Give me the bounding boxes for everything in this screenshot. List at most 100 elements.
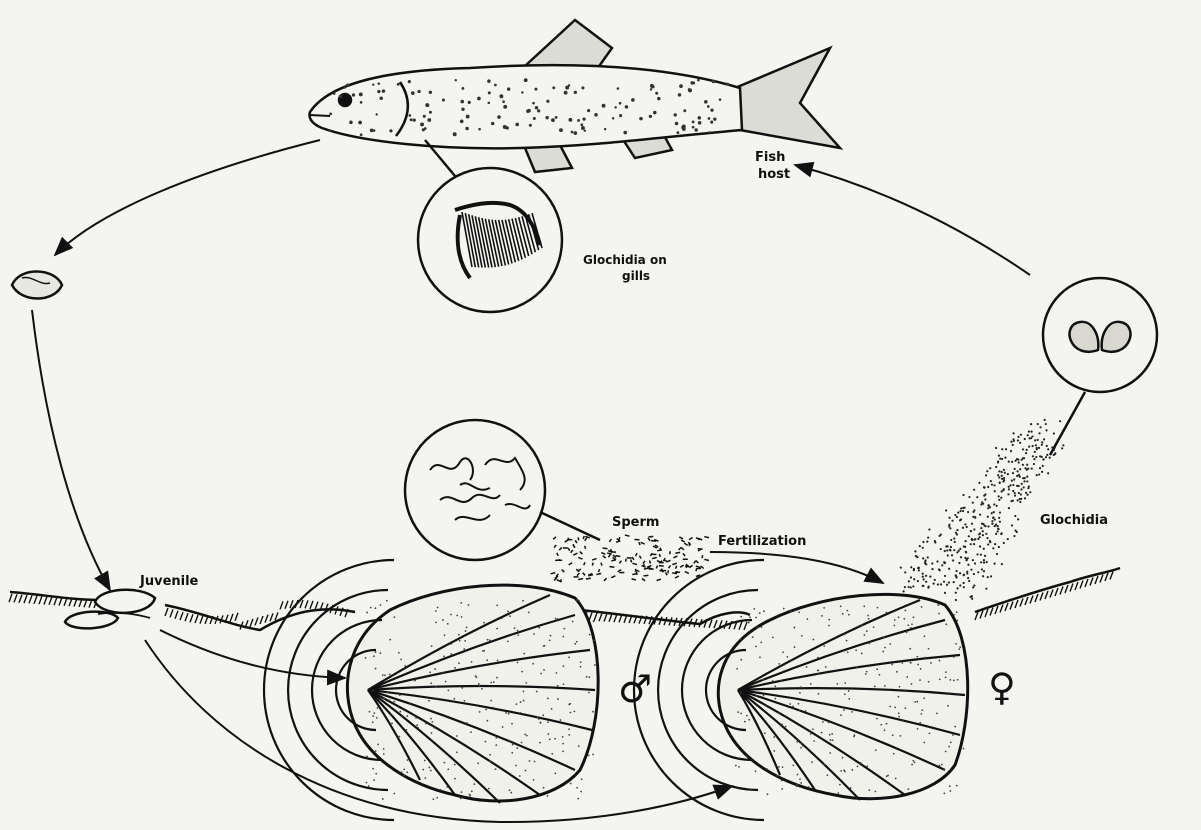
shell-stipple: [921, 606, 923, 608]
shell-stipple: [955, 643, 957, 645]
fish-pelvic-fin: [525, 145, 572, 172]
shell-stipple: [379, 604, 381, 606]
fish-speckle: [359, 92, 363, 96]
shell-stipple: [886, 723, 888, 725]
glochidium-dot: [959, 584, 961, 586]
shell-stipple: [798, 611, 800, 613]
shell-stipple: [557, 685, 559, 687]
shell-stipple: [956, 785, 958, 787]
shell-stipple: [375, 773, 377, 775]
shell-stipple: [789, 703, 791, 705]
shell-stipple: [842, 613, 844, 615]
glochidium-dot: [1019, 442, 1021, 444]
fish-speckle: [442, 99, 445, 102]
shell-stipple: [375, 750, 377, 752]
shell-stipple: [867, 615, 869, 617]
fish-speckle: [639, 117, 643, 121]
riverbed-hatch-mark: [250, 619, 253, 627]
shell-stipple: [792, 765, 794, 767]
shell-stipple: [517, 630, 519, 632]
shell-stipple: [401, 771, 403, 773]
glochidium-dot: [999, 511, 1001, 513]
glochidium-dot: [1014, 530, 1016, 532]
shell-stipple: [751, 789, 753, 791]
glochidium-dot: [1036, 474, 1038, 476]
glochidium-dot: [1027, 494, 1029, 496]
glochidium-dot: [913, 578, 915, 580]
shell-stipple: [880, 724, 882, 726]
glochidium-dot: [967, 564, 969, 566]
glochidium-dot: [1020, 493, 1022, 495]
glochidium-dot: [926, 541, 928, 543]
glochidium-dot: [1032, 455, 1034, 457]
glochidium-dot: [1018, 461, 1020, 463]
glochidium-dot: [997, 525, 999, 527]
sperm-mark: [650, 553, 652, 556]
riverbed-hatch-mark: [1070, 584, 1073, 592]
sperm-mark: [601, 553, 605, 555]
glochidium-dot: [1026, 480, 1028, 482]
shell-stipple: [956, 611, 958, 613]
shell-stipple: [572, 621, 574, 623]
shell-stipple: [547, 795, 549, 797]
fish-speckle: [379, 96, 383, 100]
glochidium-dot: [998, 499, 1000, 501]
shell-stipple: [913, 616, 915, 618]
glochidium-dot: [983, 548, 985, 550]
shell-stipple: [533, 779, 535, 781]
shell-stipple: [740, 692, 742, 694]
shell-stipple: [925, 657, 927, 659]
glochidium-dot: [999, 521, 1001, 523]
shell-stipple: [373, 655, 375, 657]
shell-stipple: [840, 605, 842, 607]
shell-stipple: [369, 711, 371, 713]
glochidium-dot: [1023, 457, 1025, 459]
glochidium-dot: [904, 586, 906, 588]
glochidium-dot: [964, 523, 966, 525]
fish-speckle: [614, 106, 616, 108]
glochidium-dot: [1001, 490, 1003, 492]
shell-stipple: [740, 638, 742, 640]
sperm-mark: [573, 545, 575, 548]
glochidium-dot: [1054, 446, 1056, 448]
glochidium-dot: [986, 537, 988, 539]
shell-stipple: [847, 651, 849, 653]
glochidium-dot: [1023, 480, 1025, 482]
shell-stipple: [439, 789, 441, 791]
glochidium-dot: [979, 532, 981, 534]
shell-stipple: [774, 685, 776, 687]
fish-speckle: [507, 87, 510, 90]
glochidium-dot: [993, 484, 995, 486]
sperm-mark: [689, 565, 692, 567]
shell-stipple: [748, 622, 750, 624]
shell-stipple: [450, 614, 452, 616]
sperm-mark: [632, 574, 637, 575]
shell-stipple: [432, 798, 434, 800]
glochidium-dot: [933, 583, 935, 585]
fish-speckle: [461, 87, 464, 90]
shell-stipple: [840, 714, 842, 716]
sperm-mark: [616, 556, 621, 557]
glochidium-dot: [971, 595, 973, 597]
glochidium-dot: [954, 514, 956, 516]
shell-stipple: [923, 697, 925, 699]
glochidium-dot: [922, 557, 924, 559]
shell-stipple: [800, 742, 802, 744]
shell-stipple: [843, 709, 845, 711]
glochidium-dot: [995, 533, 997, 535]
shell-stipple: [837, 792, 839, 794]
glochidium-dot: [991, 523, 993, 525]
fish-speckle: [377, 90, 380, 93]
shell-stipple: [365, 657, 367, 659]
fish-speckle: [602, 104, 606, 108]
shell-stipple: [519, 775, 521, 777]
glochidium-dot: [952, 559, 954, 561]
fish-speckle: [712, 80, 716, 84]
glochidium-dot: [1045, 423, 1047, 425]
shell-stipple: [524, 734, 526, 736]
glochidium-dot: [910, 566, 912, 568]
glochidium-dot: [990, 575, 992, 577]
glochidium-dot: [1014, 492, 1016, 494]
shell-stipple: [508, 740, 510, 742]
glochidium-dot: [946, 549, 948, 551]
